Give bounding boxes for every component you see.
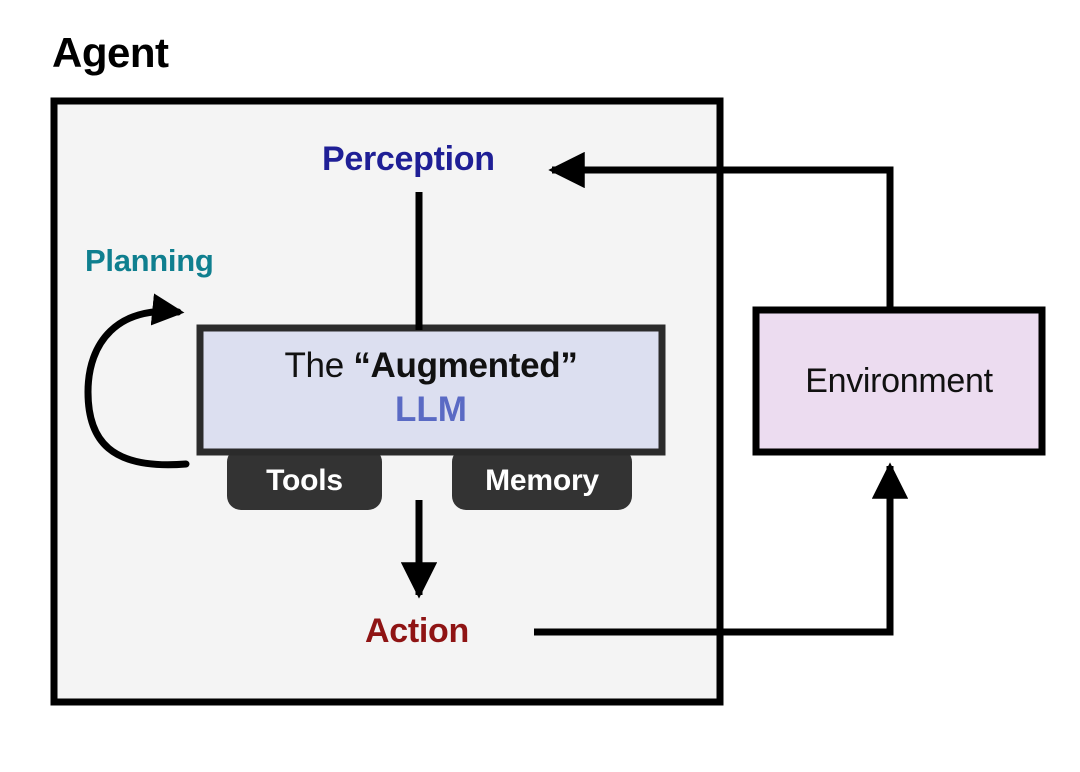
- perception-label[interactable]: Perception: [322, 140, 495, 178]
- planning-label[interactable]: Planning: [85, 243, 214, 278]
- action-label[interactable]: Action: [365, 612, 469, 650]
- memory-tab[interactable]: [452, 448, 632, 510]
- edge-planning-self-loop: [84, 293, 190, 469]
- edge-action-to-environment: [534, 462, 909, 636]
- llm-box[interactable]: [196, 324, 666, 456]
- edge-environment-to-perception: [548, 151, 894, 312]
- agent-title: Agent: [52, 29, 169, 76]
- tools-tab[interactable]: [227, 448, 382, 510]
- environment-box[interactable]: [752, 306, 1046, 456]
